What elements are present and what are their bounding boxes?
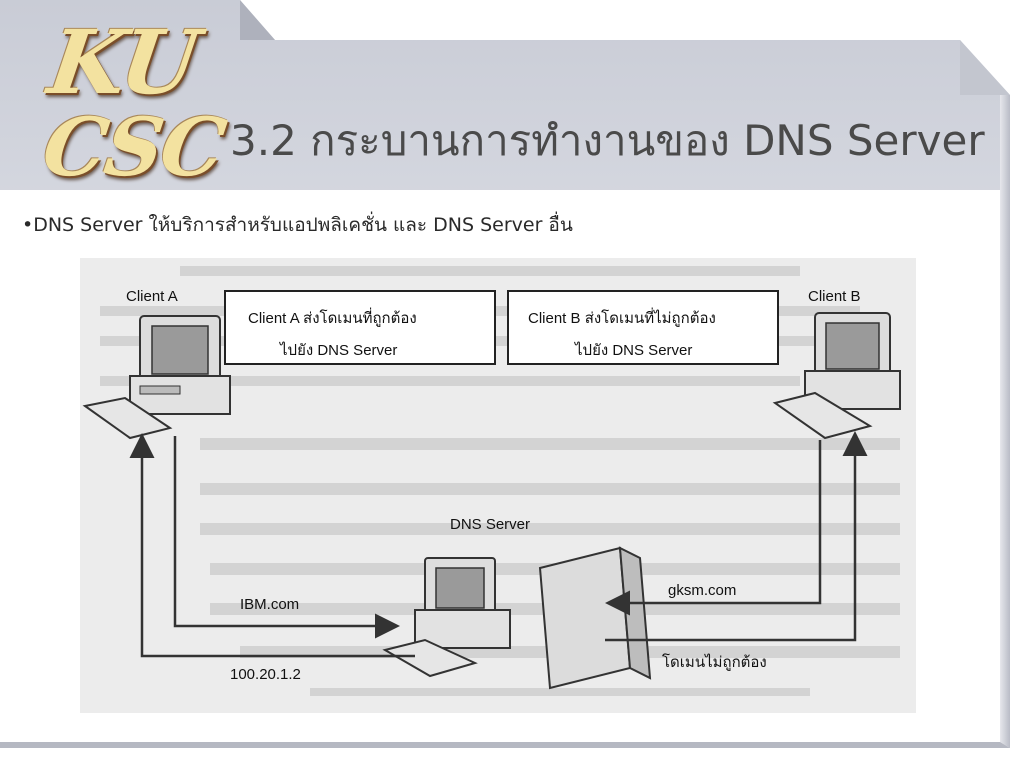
dns-diagram: Client A Client B DNS Server Client A ส่… <box>80 258 916 713</box>
logo-ku: KU <box>42 10 204 114</box>
reply-b-arrow <box>605 431 868 642</box>
client-b-message-box <box>507 290 779 365</box>
client-a-message-box <box>224 290 496 365</box>
reply-b-label: โดเมนไม่ถูกต้อง <box>662 654 767 671</box>
dns-server-icon <box>382 546 652 690</box>
page-title: 3.2 กระบานการทำงานของ DNS Server <box>230 116 985 165</box>
bullet-text: •DNS Server ให้บริการสำหรับแอปพลิเคชั่น … <box>22 214 573 236</box>
query-b-label: gksm.com <box>668 582 737 599</box>
query-b-arrow <box>605 440 822 616</box>
box-a-line2: ไปยัง DNS Server <box>280 342 398 359</box>
dns-server-label: DNS Server <box>450 516 531 533</box>
box-b-line2: ไปยัง DNS Server <box>575 342 693 359</box>
client-a-label: Client A <box>126 288 178 305</box>
client-b-label: Client B <box>808 288 861 305</box>
box-a-line1: Client A ส่งโดเมนที่ถูกต้อง <box>248 310 417 327</box>
box-b-line1: Client B ส่งโดเมนที่ไม่ถูกต้อง <box>528 310 716 327</box>
logo-csc: CSC <box>37 100 230 194</box>
client-a-computer-icon <box>82 315 231 440</box>
query-a-arrow <box>173 436 400 639</box>
client-b-computer-icon <box>772 312 901 440</box>
query-a-label: IBM.com <box>240 596 300 613</box>
diagram-canvas <box>80 258 916 713</box>
reply-a-label: 100.20.1.2 <box>230 666 301 683</box>
reply-a-arrow <box>129 433 415 658</box>
